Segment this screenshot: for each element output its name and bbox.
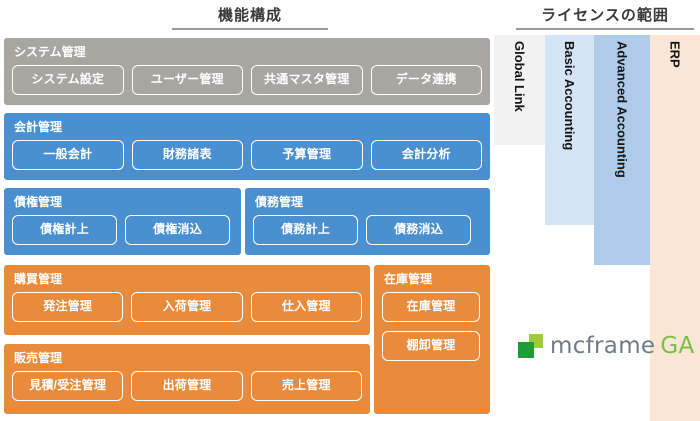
chip-receivable-recording[interactable]: 債権計上 [12,215,117,245]
group-system-management-items: システム設定 ユーザー管理 共通マスタ管理 データ連携 [12,65,482,95]
group-sales-management-title: 販売管理 [14,351,63,365]
license-column-global-link-label-box: Global Link [512,41,527,117]
group-receivable-management-title: 債権管理 [14,195,63,209]
chip-stocktaking[interactable]: 棚卸管理 [382,331,480,361]
chip-budget-management[interactable]: 予算管理 [251,140,363,170]
chip-purchase-order[interactable]: 発注管理 [12,292,124,322]
group-payable-management-items: 債務計上 債務消込 [253,215,482,245]
license-scope-title: ライセンスの範囲 [516,4,694,34]
group-sales-management: 販売管理 見積/受注管理 出荷管理 売上管理 [4,344,370,414]
chip-procurement[interactable]: 仕入管理 [250,292,362,322]
group-payable-management: 債務管理 債務計上 債務消込 [245,188,490,255]
license-column-global-link-label: Global Link [512,41,527,112]
group-inventory-management-title: 在庫管理 [384,272,433,286]
group-payable-management-title: 債務管理 [255,195,304,209]
chip-quote-order[interactable]: 見積/受注管理 [12,371,124,401]
chip-inventory[interactable]: 在庫管理 [382,292,480,322]
chip-common-master[interactable]: 共通マスタ管理 [251,65,363,95]
group-system-management: システム管理 システム設定 ユーザー管理 共通マスタ管理 データ連携 [4,38,490,105]
group-purchasing-management: 購買管理 発注管理 入荷管理 仕入管理 [4,265,370,335]
group-receivable-management-items: 債権計上 債権消込 [12,215,233,245]
license-column-basic-accounting-label: Basic Accounting [562,41,577,151]
license-column-erp-label-box: ERP [668,41,683,73]
logo-name: mcframe [550,333,656,359]
group-purchasing-management-items: 発注管理 入荷管理 仕入管理 [12,292,362,322]
group-receivable-management: 債権管理 債権計上 債権消込 [4,188,241,255]
chip-financial-statements[interactable]: 財務諸表 [131,140,243,170]
license-scope-title-text: ライセンスの範囲 [541,7,669,24]
license-column-erp: ERP [650,35,700,421]
license-column-basic-accounting-label-box: Basic Accounting [562,41,577,155]
license-column-basic-accounting: Basic Accounting [545,35,594,225]
license-column-erp-label: ERP [667,41,683,68]
chip-shipping[interactable]: 出荷管理 [131,371,243,401]
group-sales-management-items: 見積/受注管理 出荷管理 売上管理 [12,371,362,401]
group-accounting-management: 会計管理 一般会計 財務諸表 予算管理 会計分析 [4,113,490,180]
chip-user-management[interactable]: ユーザー管理 [131,65,243,95]
group-accounting-management-title: 会計管理 [14,120,63,134]
title-underline [172,28,328,30]
function-structure-title-text: 機能構成 [217,7,282,24]
logo-suffix: GA [660,333,695,359]
license-column-global-link: Global Link [494,35,545,145]
license-column-advanced-accounting: Advanced Accounting [594,35,650,265]
chip-sales-revenue[interactable]: 売上管理 [250,371,362,401]
chip-payable-settlement[interactable]: 債務消込 [366,215,471,245]
license-column-advanced-accounting-label-box: Advanced Accounting [615,41,630,183]
group-purchasing-management-title: 購買管理 [14,272,63,286]
group-system-management-title: システム管理 [14,45,86,59]
chip-goods-receipt[interactable]: 入荷管理 [131,292,243,322]
logo-square-dark [518,342,534,358]
chip-data-integration[interactable]: データ連携 [370,65,482,95]
group-inventory-management-items: 在庫管理 棚卸管理 [382,292,482,361]
function-structure-title: 機能構成 [172,4,328,34]
chip-system-settings[interactable]: システム設定 [12,65,124,95]
mcframe-logo-mark-icon [518,334,544,358]
title-underline [516,28,694,30]
chip-accounting-analysis[interactable]: 会計分析 [370,140,482,170]
group-inventory-management: 在庫管理 在庫管理 棚卸管理 [374,265,490,414]
license-column-advanced-accounting-label: Advanced Accounting [614,41,630,178]
group-accounting-management-items: 一般会計 財務諸表 予算管理 会計分析 [12,140,482,170]
chip-receivable-settlement[interactable]: 債権消込 [125,215,230,245]
chip-payable-recording[interactable]: 債務計上 [253,215,358,245]
chip-general-accounting[interactable]: 一般会計 [12,140,124,170]
